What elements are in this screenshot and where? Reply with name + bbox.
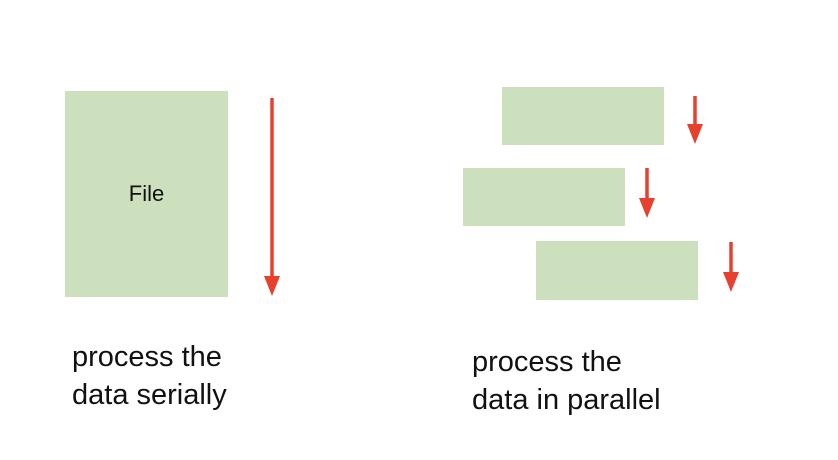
serial-arrow-icon [264, 98, 280, 296]
file-block-label: File [128, 181, 165, 206]
serial-caption: process the data serially [72, 338, 227, 414]
parallel-caption-line1: process the [472, 346, 622, 378]
parallel-caption: process the data in parallel [472, 343, 661, 419]
file-block: File [65, 91, 228, 297]
chunk-arrow-icon-3 [723, 242, 739, 292]
serial-caption-line2: data serially [72, 379, 227, 411]
chunk-arrow-icon-1 [687, 96, 703, 144]
chunk-block-1 [502, 87, 664, 145]
serial-caption-line1: process the [72, 341, 222, 373]
chunk-block-3 [536, 241, 698, 300]
chunk-block-2 [463, 168, 625, 226]
chunk-arrow-icon-2 [639, 168, 655, 218]
parallel-caption-line2: data in parallel [472, 384, 661, 416]
